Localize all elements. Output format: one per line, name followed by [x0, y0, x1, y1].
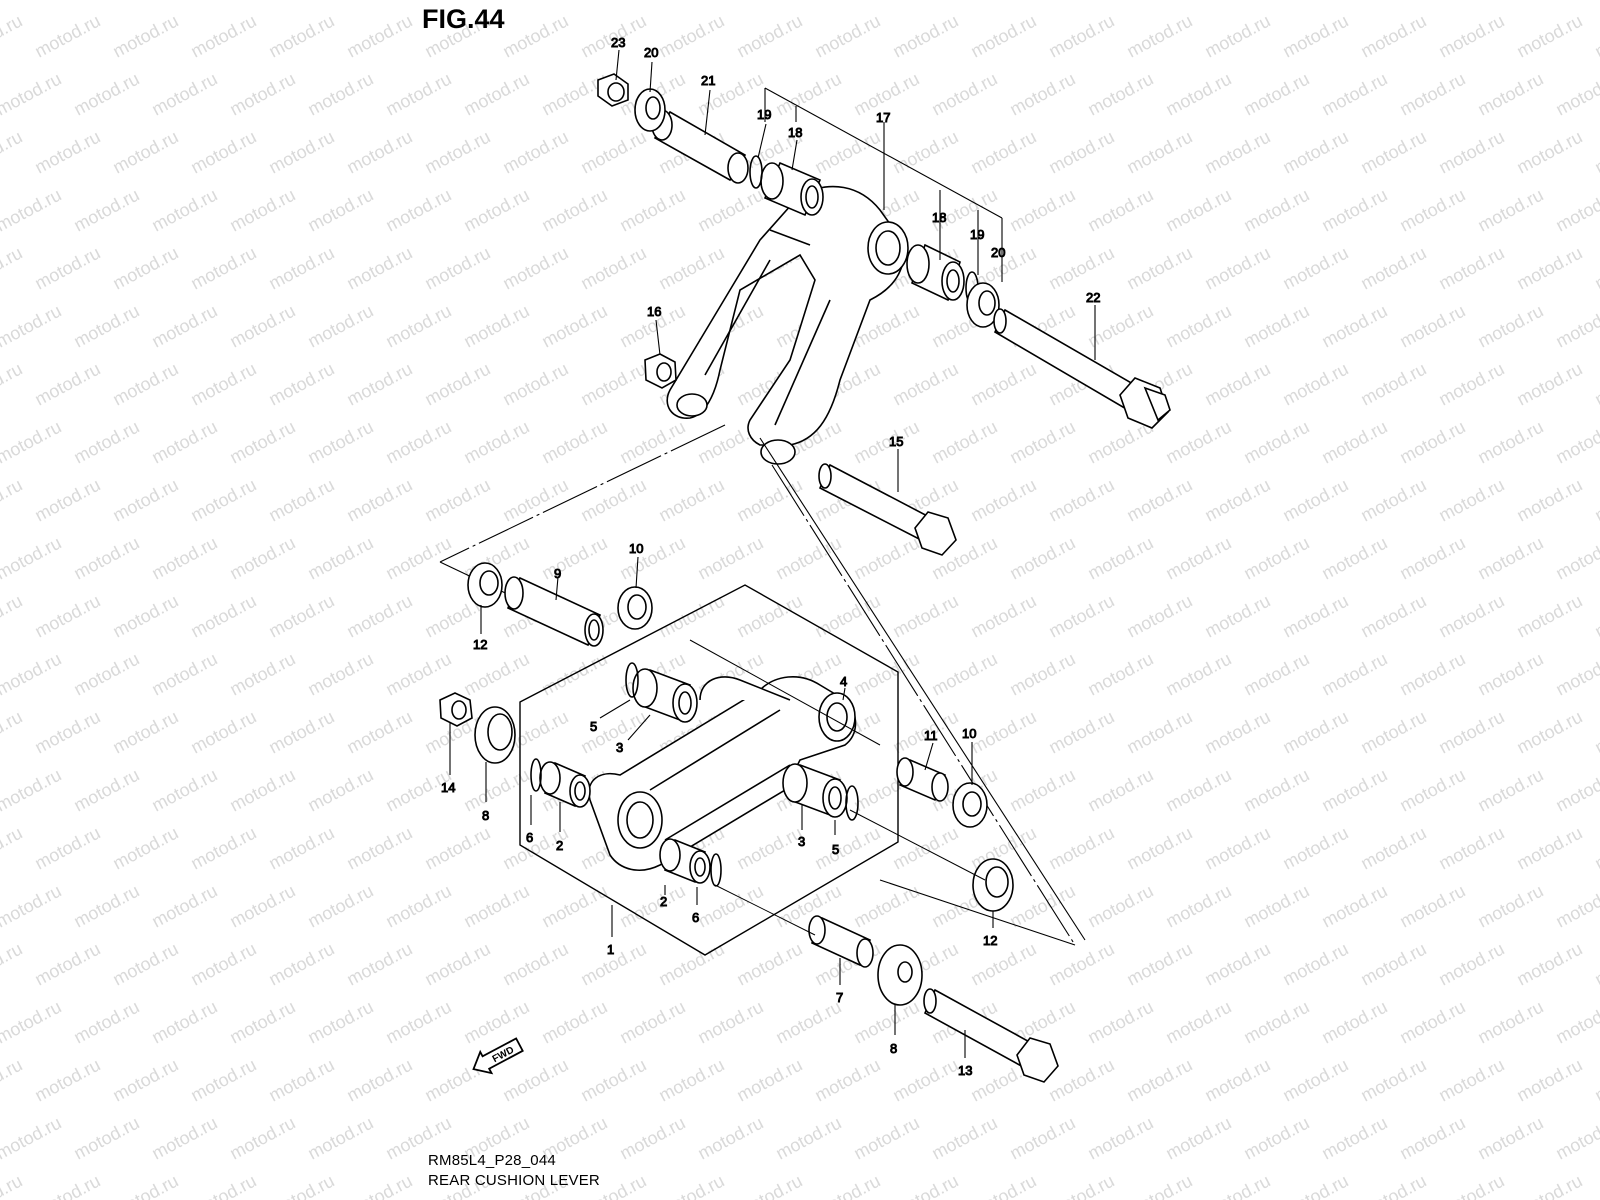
- spacer-11: [896, 757, 949, 802]
- figure-name: REAR CUSHION LEVER: [428, 1172, 600, 1189]
- nut-14: [439, 692, 473, 727]
- bearing-2-left: [539, 761, 591, 808]
- bearing-18-upper: [760, 161, 824, 217]
- bolt-22: [993, 308, 1171, 429]
- callout-11: 11: [924, 728, 938, 743]
- callout-23: 23: [611, 35, 625, 50]
- callout-8-left: 8: [482, 808, 489, 823]
- callout-2-bottom: 2: [660, 894, 667, 909]
- callout-10-right: 10: [962, 726, 976, 741]
- snap-ring-6-bottom: [710, 853, 722, 887]
- washer-8-right: [877, 944, 923, 1006]
- spacer-9: [504, 576, 604, 647]
- callout-15: 15: [889, 434, 903, 449]
- bolt-15: [818, 463, 957, 556]
- callout-22: 22: [1086, 290, 1100, 305]
- seal-ring-19-upper: [749, 155, 763, 189]
- snap-ring-6-left: [530, 758, 542, 792]
- washer-12-right: [972, 858, 1014, 912]
- figure-code: RM85L4_P28_044: [428, 1152, 556, 1169]
- snap-ring-5-upper: [625, 662, 639, 698]
- seal-10-right: [952, 782, 988, 828]
- axis-lines: [689, 639, 986, 936]
- callout-5-upper: 5: [590, 719, 597, 734]
- callout-16: 16: [647, 304, 661, 319]
- callout-6-bottom: 6: [692, 910, 699, 925]
- spacer-21: [651, 109, 749, 184]
- washer-20-lower: [966, 282, 1000, 328]
- bearing-18-lower: [906, 243, 965, 302]
- callout-6-left: 6: [526, 830, 533, 845]
- callout-18-upper: 18: [788, 125, 802, 140]
- callout-21: 21: [701, 73, 715, 88]
- callout-20-lower: 20: [991, 245, 1005, 260]
- figure-title: FIG.44: [422, 4, 505, 34]
- callout-12-right: 12: [983, 933, 997, 948]
- callout-10-upper: 10: [629, 541, 643, 556]
- snap-ring-5-lower: [845, 785, 859, 821]
- bearing-3-upper: [632, 668, 698, 723]
- callout-12-upper: 12: [473, 637, 487, 652]
- cushion-rod: [666, 185, 909, 465]
- bolt-13: [923, 988, 1059, 1083]
- callout-3-upper: 3: [616, 740, 623, 755]
- washer-8-left: [474, 706, 516, 764]
- bearing-2-bottom: [659, 838, 711, 884]
- projection-lines: [439, 424, 1086, 946]
- callout-13: 13: [958, 1063, 972, 1078]
- callouts: 23 20 21 19 18 17 18 19 20 22 16: [441, 35, 1101, 1079]
- assembly-box: [519, 584, 899, 956]
- callout-5-lower: 5: [832, 842, 839, 857]
- callout-2-left: 2: [556, 838, 563, 853]
- seal-10-upper: [617, 586, 653, 630]
- callout-18-lower: 18: [932, 210, 946, 225]
- bearing-3-lower: [782, 763, 848, 818]
- cushion-lever: [588, 675, 857, 871]
- callout-17: 17: [876, 110, 890, 125]
- washer-12-upper: [467, 562, 503, 608]
- washer-20-upper: [634, 88, 666, 132]
- callout-19-lower: 19: [970, 227, 984, 242]
- nut-16: [644, 353, 677, 389]
- callout-14: 14: [441, 780, 455, 795]
- callout-4: 4: [840, 674, 847, 689]
- callout-3-lower: 3: [798, 834, 805, 849]
- spacer-7: [808, 915, 874, 968]
- callout-9: 9: [554, 566, 561, 581]
- callout-19-upper: 19: [757, 107, 771, 122]
- fwd-arrow-icon: [472, 1037, 524, 1075]
- callout-8-right: 8: [890, 1041, 897, 1056]
- callout-20-upper: 20: [644, 45, 658, 60]
- callout-7: 7: [836, 990, 843, 1005]
- nut-23: [597, 73, 629, 107]
- fwd-badge: FWD: [472, 1037, 524, 1075]
- callout-1: 1: [607, 942, 614, 957]
